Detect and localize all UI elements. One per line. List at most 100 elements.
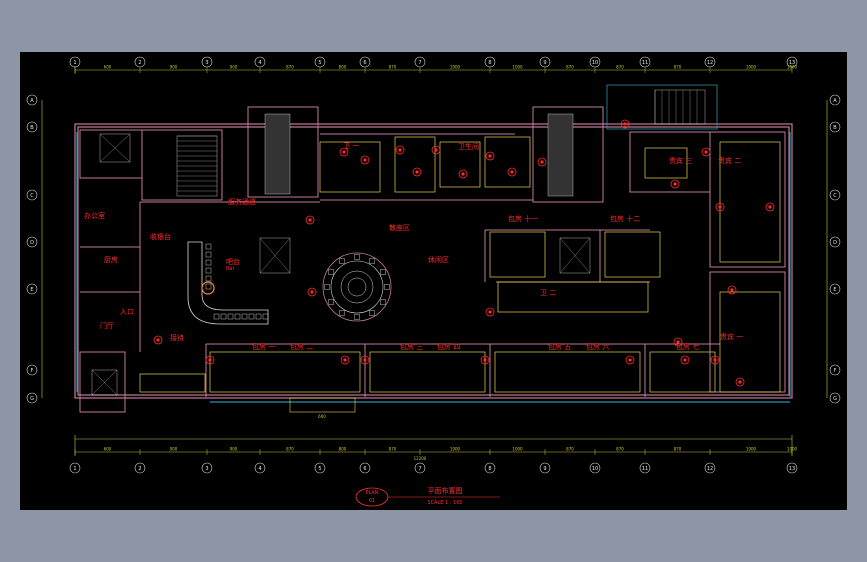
label-dining-hall: 散座区 — [389, 223, 410, 232]
grid-bubble-label: 6 — [363, 466, 366, 472]
label-bar-sub: Bar — [226, 266, 235, 272]
plant-marker — [727, 285, 737, 295]
title-tag-number: 01 — [369, 498, 375, 504]
plant-marker — [480, 355, 490, 365]
label-restroom: 卫生间 — [458, 142, 479, 151]
label-vip-3: 贵宾 三 — [669, 156, 692, 165]
dimension-value: 1000 — [450, 447, 461, 452]
round-banquet-table — [322, 252, 392, 322]
chair — [205, 251, 212, 258]
dimension-value: 900 — [230, 65, 238, 70]
label-cashier: 收银台 — [150, 232, 171, 241]
plant-marker — [431, 145, 441, 155]
grid-bubble — [314, 462, 326, 474]
plant-marker — [458, 169, 468, 179]
label-bar: 吧台 — [226, 257, 240, 266]
grid-bubble — [786, 462, 798, 474]
grid-bubble-label: C — [30, 193, 34, 199]
label-restroom-1: 卫 一 — [343, 142, 359, 150]
grid-bubble — [829, 189, 841, 201]
label-restroom-2: 卫 二 — [540, 289, 556, 297]
plant-marker — [485, 307, 495, 317]
stair-and-shaft-hatches — [91, 89, 706, 396]
grid-bubble — [704, 462, 716, 474]
chair — [213, 313, 220, 320]
dimension-value: 870 — [674, 447, 682, 452]
chair — [255, 313, 262, 320]
grid-bubble — [539, 462, 551, 474]
plant-marker — [339, 147, 349, 157]
grid-bubble-label: 10 — [592, 60, 598, 66]
grid-bubble-label: 3 — [205, 466, 208, 472]
grid-bubble-label: B — [30, 125, 34, 131]
grid-bubble-label: 8 — [488, 466, 491, 472]
plant-marker — [507, 167, 517, 177]
dimension-value: 1000 — [746, 65, 757, 70]
grid-bubble-label: 5 — [318, 466, 321, 472]
plant-marker-center — [434, 148, 438, 152]
plant-marker-center — [676, 340, 680, 344]
grid-bubble-label: D — [833, 240, 837, 246]
chair — [380, 269, 386, 275]
grid-bubble — [829, 94, 841, 106]
plant-marker-center — [342, 150, 346, 154]
plant-marker-center — [343, 358, 347, 362]
plant-marker — [485, 151, 495, 161]
grid-bubble-label: 13 — [789, 466, 795, 472]
chair — [339, 258, 345, 264]
chair — [205, 259, 212, 266]
dimension-value: 800 — [339, 447, 347, 452]
grid-bubble — [589, 462, 601, 474]
grid-bubble — [26, 283, 38, 295]
grid-bubble-label: 9 — [543, 466, 546, 472]
label-room-11: 包房 十一 — [508, 214, 538, 223]
grid-bubble — [26, 94, 38, 106]
dimension-value: 870 — [566, 65, 574, 70]
grid-bubble-label: 13 — [789, 60, 795, 66]
dimension-value: 870 — [389, 447, 397, 452]
plant-marker — [395, 145, 405, 155]
exterior-walls — [74, 123, 793, 399]
grid-bubble-label: A — [30, 98, 34, 104]
plant-marker — [307, 287, 317, 297]
chair — [380, 299, 386, 305]
plant-marker — [620, 119, 630, 129]
plant-marker — [735, 377, 745, 387]
dimension-value: 900 — [170, 65, 178, 70]
plant-marker — [680, 355, 690, 365]
chair — [205, 243, 212, 250]
chair — [227, 313, 234, 320]
chair — [262, 313, 269, 320]
plant-marker-center — [483, 358, 487, 362]
bottom-dimension-chain — [74, 435, 793, 456]
plant-marker — [537, 157, 547, 167]
label-reception: 接待 — [170, 333, 184, 342]
plant-marker-center — [208, 358, 212, 362]
grid-bubble-label: 3 — [205, 60, 208, 66]
plant-marker — [340, 355, 350, 365]
chair — [369, 258, 375, 264]
grid-bubble — [26, 121, 38, 133]
label-kitchen: 厨房 — [104, 255, 118, 264]
dimension-value: 900 — [230, 447, 238, 452]
grid-bubble-label: 6 — [363, 60, 366, 66]
label-service-corridor: 服务通道 — [228, 197, 256, 206]
grid-bubble-label: 11 — [642, 466, 648, 472]
plant-marker-center — [623, 122, 627, 126]
grid-bubble-label: 9 — [543, 60, 546, 66]
chair — [248, 313, 255, 320]
plant-marker — [765, 202, 775, 212]
grid-bubble-label: E — [833, 287, 836, 293]
label-lobby: 门厅 — [100, 321, 114, 330]
dimension-value: 870 — [616, 447, 624, 452]
label-room-4: 包房 四 — [437, 342, 460, 351]
plant-marker — [625, 355, 635, 365]
plant-marker-center — [713, 358, 717, 362]
plant-marker — [412, 167, 422, 177]
dimension-value: 600 — [104, 65, 112, 70]
label-room-5: 包房 五 — [548, 342, 571, 351]
